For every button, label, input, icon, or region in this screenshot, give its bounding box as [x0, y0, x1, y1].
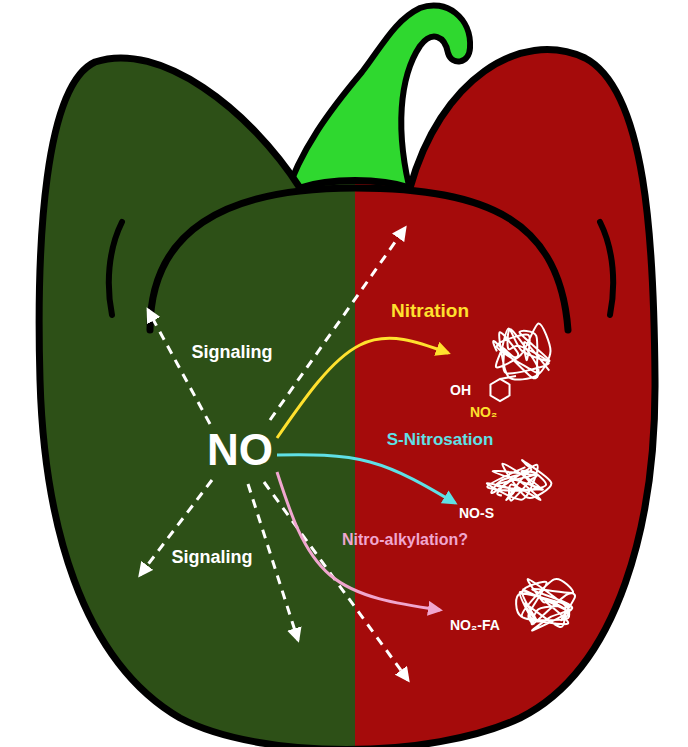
phenyl-ring [490, 379, 509, 401]
pathway-label: Signaling [172, 547, 253, 568]
pepper-red-half [355, 0, 688, 747]
reaction-arrow [277, 338, 448, 438]
protein-drawing [440, 565, 585, 660]
molecule-name: NO [207, 425, 273, 476]
pathway-label: Signaling [192, 342, 273, 363]
group-label: NO₂-FA [450, 617, 500, 633]
signaling-arrow [148, 310, 210, 424]
pepper-fold-line [109, 222, 122, 315]
protein-nitro-fatty-acid: NO₂-FA [440, 565, 585, 660]
reaction-label: S-Nitrosation [387, 430, 494, 450]
signaling-arrows [140, 228, 408, 680]
protein-nitrosothiol: NO-S [455, 455, 570, 530]
reaction-arrow [277, 455, 455, 503]
pepper-outline [39, 50, 655, 747]
group-label: NO-S [459, 505, 494, 521]
protein-scribble [516, 579, 575, 631]
pepper-lobe-line [150, 188, 568, 330]
group-label: NO₂ [470, 404, 497, 420]
group-label: OH [450, 382, 471, 398]
protein-scribble [493, 323, 550, 379]
pepper-fold-line [600, 222, 613, 315]
protein-scribble [487, 460, 552, 501]
no-label: NO [203, 423, 277, 478]
reaction-label: Nitro-alkylation? [342, 531, 468, 549]
signaling-arrow [270, 228, 405, 420]
bond-line [500, 376, 516, 379]
reaction-label: Nitration [391, 300, 469, 322]
